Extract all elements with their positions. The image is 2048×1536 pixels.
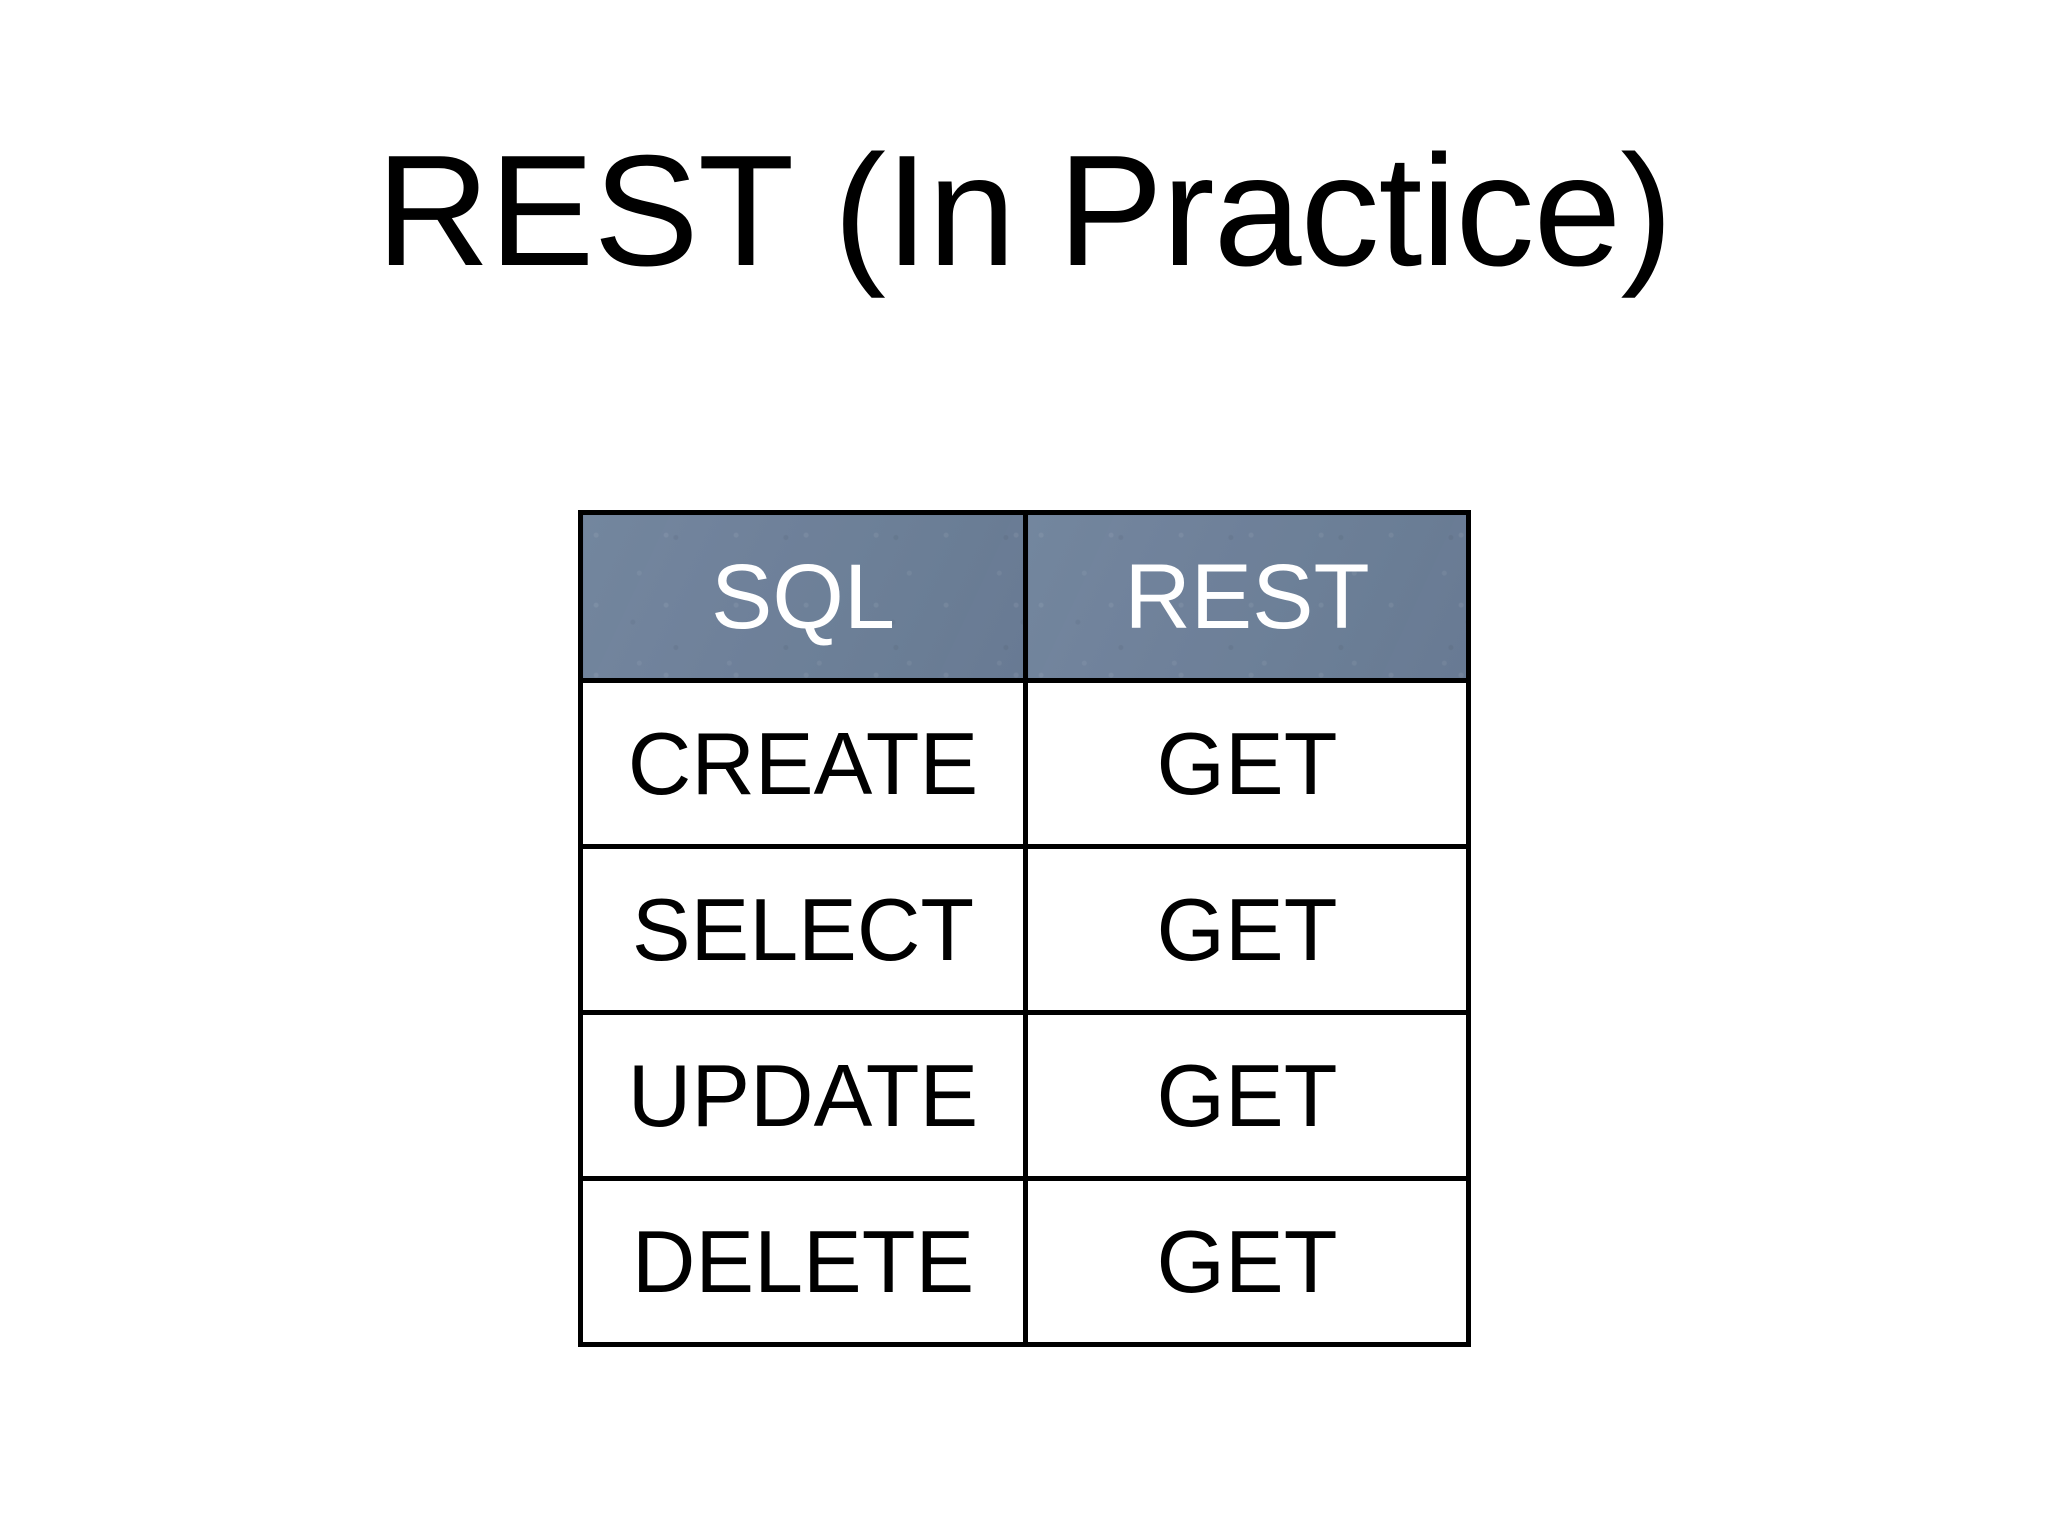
- table-row: DELETE GET: [578, 1176, 1471, 1347]
- cell-rest-value: GET: [1156, 879, 1338, 979]
- column-header-sql-label: SQL: [710, 545, 896, 648]
- cell-sql: DELETE: [578, 1176, 1028, 1347]
- table-body: CREATE GET SELECT GET UPDA: [578, 678, 1471, 1347]
- cell-sql-value: SELECT: [631, 879, 975, 979]
- comparison-table: SQL REST CREATE GET: [578, 510, 1471, 1347]
- cell-rest: GET: [1023, 1010, 1471, 1181]
- cell-rest: GET: [1023, 1176, 1471, 1347]
- column-header-rest: REST: [1023, 510, 1471, 683]
- cell-rest-value: GET: [1156, 1045, 1338, 1145]
- table-row: CREATE GET: [578, 678, 1471, 849]
- sql-rest-comparison-table: SQL REST CREATE GET: [578, 510, 1471, 1347]
- cell-sql-value: CREATE: [627, 713, 979, 813]
- cell-rest: GET: [1023, 844, 1471, 1015]
- column-header-sql: SQL: [578, 510, 1028, 683]
- cell-sql: CREATE: [578, 678, 1028, 849]
- table-header: SQL REST: [578, 510, 1471, 683]
- table-row: SELECT GET: [578, 844, 1471, 1015]
- cell-rest-value: GET: [1156, 1211, 1338, 1311]
- page-title: REST (In Practice): [375, 123, 1673, 299]
- cell-sql-value: UPDATE: [627, 1045, 979, 1145]
- cell-sql: UPDATE: [578, 1010, 1028, 1181]
- cell-rest: GET: [1023, 678, 1471, 849]
- table-header-row: SQL REST: [578, 510, 1471, 683]
- cell-sql: SELECT: [578, 844, 1028, 1015]
- cell-sql-value: DELETE: [631, 1211, 975, 1311]
- table-row: UPDATE GET: [578, 1010, 1471, 1181]
- cell-rest-value: GET: [1156, 713, 1338, 813]
- column-header-rest-label: REST: [1124, 545, 1370, 648]
